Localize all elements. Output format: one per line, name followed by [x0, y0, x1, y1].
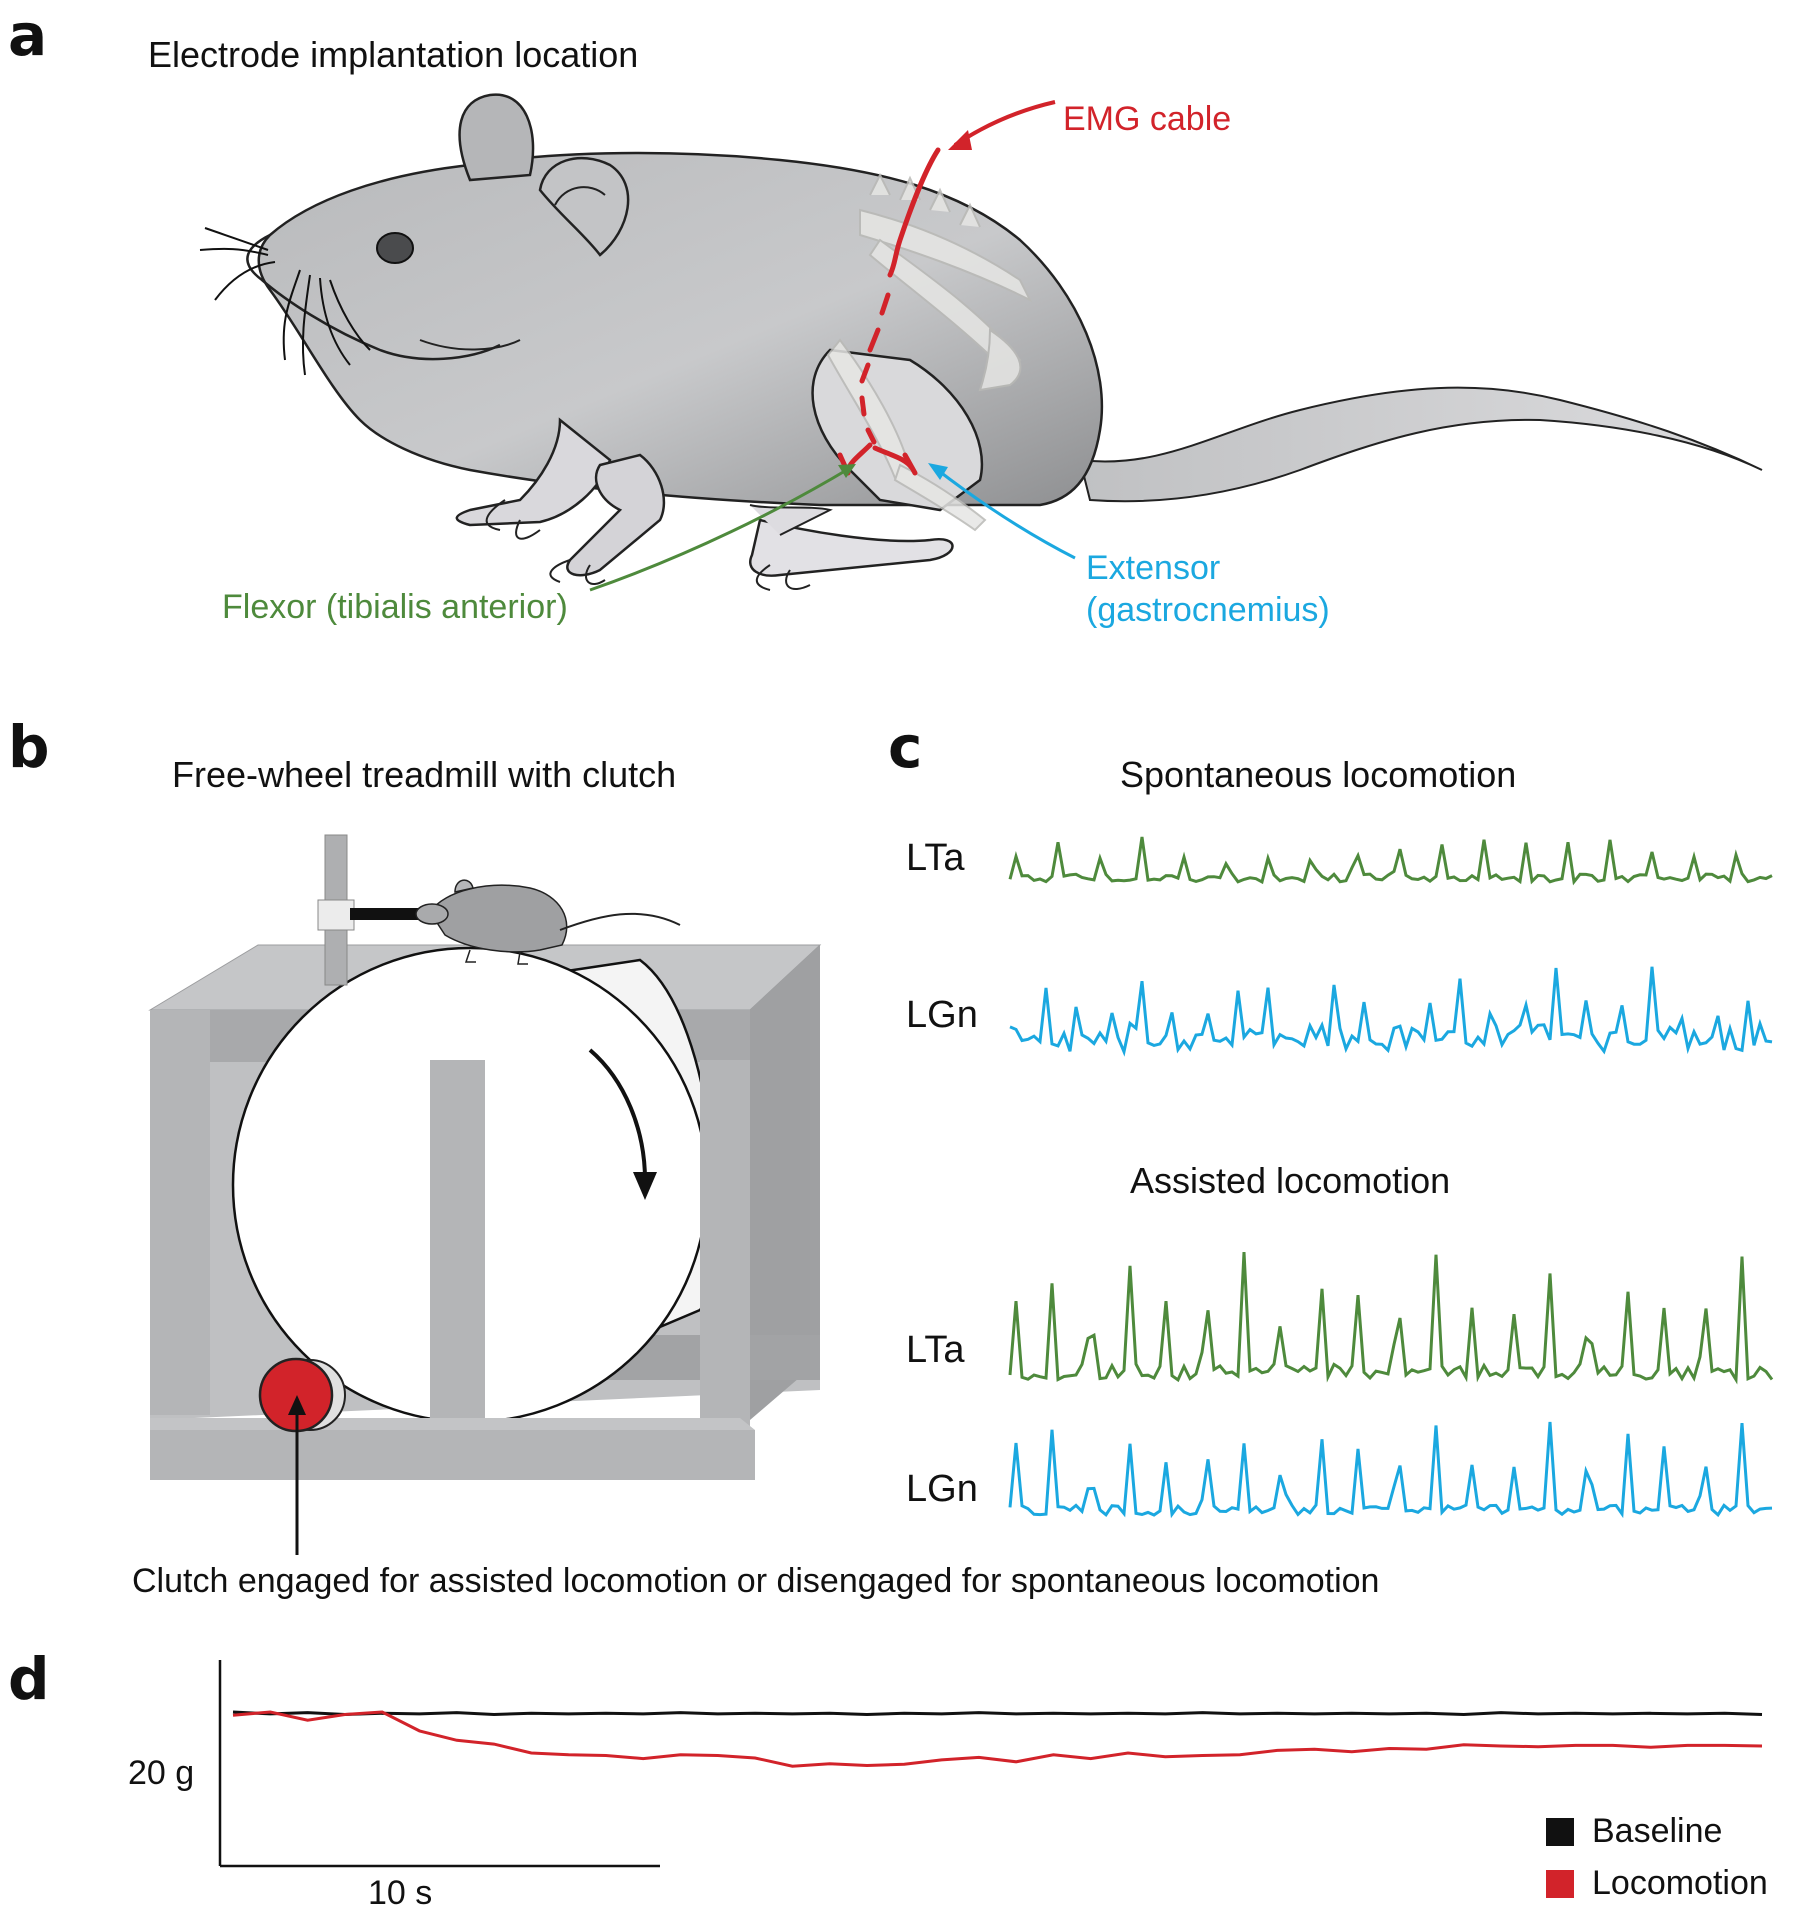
rotation-arrow [588, 1048, 647, 1181]
assist-lta-label: LTa [906, 1329, 965, 1371]
assist-lta-trace [1008, 1252, 1774, 1385]
locomotion-line [232, 1710, 1763, 1768]
spont-lta-trace [1008, 836, 1773, 886]
small-mouse [415, 879, 681, 965]
legend-swatch-locomotion [1546, 1870, 1574, 1898]
panel-d-letter: d [8, 1645, 50, 1713]
mouse-illustration [199, 93, 1763, 592]
extensor-label: Extensor [1086, 549, 1221, 587]
panel-c-letter: c [888, 713, 923, 781]
spont-lgn-label: LGn [906, 994, 978, 1036]
spontaneous-title: Spontaneous locomotion [1120, 754, 1517, 795]
baseline-line [232, 1710, 1763, 1717]
extensor-arrow [934, 466, 1076, 560]
head-post-bar [350, 908, 430, 920]
panel-a-title: Electrode implantation location [148, 34, 639, 75]
spont-lta-label: LTa [906, 837, 965, 879]
assisted-title: Assisted locomotion [1130, 1160, 1451, 1201]
legend-swatch-baseline [1546, 1818, 1574, 1846]
emg-cable-label: EMG cable [1063, 100, 1232, 138]
panel-b-title: Free-wheel treadmill with clutch [172, 754, 677, 795]
legend-label-locomotion: Locomotion [1592, 1864, 1768, 1902]
panel-a-letter: a [8, 1, 48, 69]
assist-lgn-label: LGn [906, 1468, 978, 1510]
flexor-arrow [589, 466, 851, 592]
spont-lgn-trace [1009, 966, 1773, 1057]
x-scale-label: 10 s [368, 1874, 433, 1912]
y-scale-label: 20 g [128, 1754, 195, 1792]
assist-lgn-trace [1008, 1421, 1773, 1519]
panel-b-letter: b [8, 713, 50, 781]
flexor-label: Flexor (tibialis anterior) [222, 588, 568, 626]
extensor-sublabel: (gastrocnemius) [1086, 591, 1330, 629]
legend-label-baseline: Baseline [1592, 1812, 1723, 1850]
mouse-eye [376, 232, 414, 264]
clutch-caption: Clutch engaged for assisted locomotion o… [132, 1562, 1380, 1600]
emg-cable [837, 147, 941, 476]
